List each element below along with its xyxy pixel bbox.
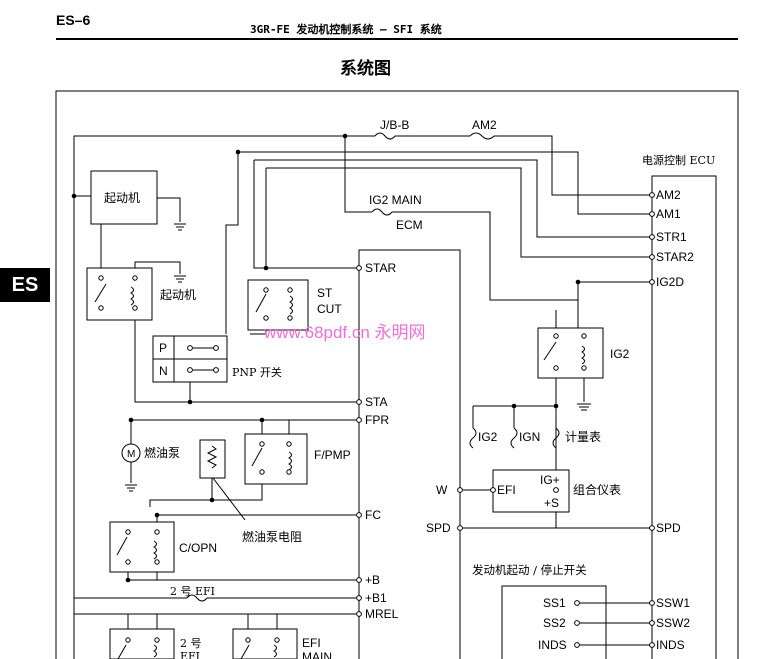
fuse-am2-symbol xyxy=(469,132,495,140)
fuel-pump-label: 燃油泵 xyxy=(144,445,180,460)
ecm-pin-mrel: MREL xyxy=(365,607,399,621)
ecm-pin-star: STAR xyxy=(365,261,396,275)
ecu-pin-spd: SPD xyxy=(656,521,681,535)
f-pmp-label: F/PMP xyxy=(314,448,351,462)
relay-efi-main-box xyxy=(232,628,298,659)
ecu-pin-str1: STR1 xyxy=(656,230,687,244)
fuse-am2-label: AM2 xyxy=(472,118,497,132)
starter-relay-label: 起动机 xyxy=(160,288,196,302)
ecm-pin-b: +B xyxy=(365,573,380,587)
ecu-pin-inds: INDS xyxy=(656,638,685,652)
ecu-pin-am2: AM2 xyxy=(656,188,681,202)
relay-2-efi-box xyxy=(109,628,175,659)
ecm-pin-sta: STA xyxy=(365,395,387,409)
ecu-pin-star2: STAR2 xyxy=(656,250,694,264)
ecu-pin-ssw1: SSW1 xyxy=(656,596,690,610)
ecu-pin-ssw2: SSW2 xyxy=(656,616,690,630)
fuel-pump-resistor-label: 燃油泵电阻 xyxy=(242,529,302,544)
switch-pin-inds: INDS xyxy=(538,638,567,652)
c-opn-relay-box xyxy=(109,521,175,573)
combination-meter-label: 组合仪表 xyxy=(573,482,621,497)
running-header: 3GR-FE 发动机控制系统 – SFI 系统 xyxy=(250,23,442,36)
watermark: www.68pdf.cn 永明网 xyxy=(263,323,426,342)
section-title: 系统图 xyxy=(340,59,391,79)
st-cut-relay-box xyxy=(247,279,309,331)
fuse-jb-label: J/B-B xyxy=(380,118,409,132)
engine-switch-label: 发动机起动 / 停止开关 xyxy=(472,563,587,577)
ecm-pin-fc: FC xyxy=(365,508,381,522)
st-cut-label-2: CUT xyxy=(317,302,342,316)
ig2-relay-label: IG2 xyxy=(610,347,630,361)
ecm-box xyxy=(358,249,461,659)
fuse-ign-symbol xyxy=(510,427,518,449)
diagram-frame xyxy=(55,90,739,659)
power-ecu-box xyxy=(651,175,717,659)
fuse-2-efi-symbol xyxy=(186,594,208,602)
meter-pin-efi: EFI xyxy=(497,483,516,497)
ecm-pin-w: W xyxy=(436,483,448,497)
motor-symbol: M xyxy=(127,449,135,460)
fuse-ig2-main-symbol xyxy=(371,208,393,216)
fuse-ecm-label: ECM xyxy=(396,218,423,232)
terminal-circles xyxy=(98,192,655,648)
fuse-jb-symbol xyxy=(374,132,396,140)
pnp-p-label: P xyxy=(159,341,167,355)
switch-pin-ss1: SS1 xyxy=(543,596,566,610)
ecm-pin-fpr: FPR xyxy=(365,413,389,427)
st-cut-label-1: ST xyxy=(317,286,333,300)
side-tab-es: ES xyxy=(0,268,50,302)
c-opn-label: C/OPN xyxy=(179,541,217,555)
pnp-switch-label: PNP 开关 xyxy=(232,365,282,379)
switch-pin-ss2: SS2 xyxy=(543,616,566,630)
f-pmp-relay-box xyxy=(244,433,308,485)
page-code: ES–6 xyxy=(56,12,91,28)
ecm-pin-b1: +B1 xyxy=(365,591,387,605)
fuse-gauge-symbol xyxy=(552,427,560,449)
pnp-n-label: N xyxy=(159,364,168,378)
starter-relay-box xyxy=(86,267,153,321)
starter-label: 起动机 xyxy=(104,191,140,205)
header-rule xyxy=(56,38,738,40)
meter-pin-s: +S xyxy=(544,496,559,510)
fuse-ig2-label: IG2 xyxy=(478,430,498,444)
relay-2-efi-label-2: EFI xyxy=(180,650,200,659)
fuse-ign-label: IGN xyxy=(519,430,540,444)
battery-bus xyxy=(73,135,375,659)
fuse-2-efi-label: 2 号 EFI xyxy=(170,585,215,598)
ig2-relay-box xyxy=(537,327,604,379)
fuse-ig2-main-label: IG2 MAIN xyxy=(369,193,422,207)
fuse-gauge-label: 计量表 xyxy=(565,430,601,444)
ecu-pin-am1: AM1 xyxy=(656,207,681,221)
ecu-pin-ig2d: IG2D xyxy=(656,275,684,289)
relay-2-efi-label-1: 2 号 xyxy=(180,637,202,650)
meter-pin-ig: IG+ xyxy=(540,473,560,487)
fuse-ig2-symbol xyxy=(469,427,477,449)
power-ecu-title: 电源控制 ECU xyxy=(642,153,715,167)
junction-dots xyxy=(71,133,581,583)
relay-efi-main-label-2: MAIN xyxy=(302,650,332,659)
relay-efi-main-label-1: EFI xyxy=(302,636,321,650)
ecm-pin-spd: SPD xyxy=(426,521,451,535)
